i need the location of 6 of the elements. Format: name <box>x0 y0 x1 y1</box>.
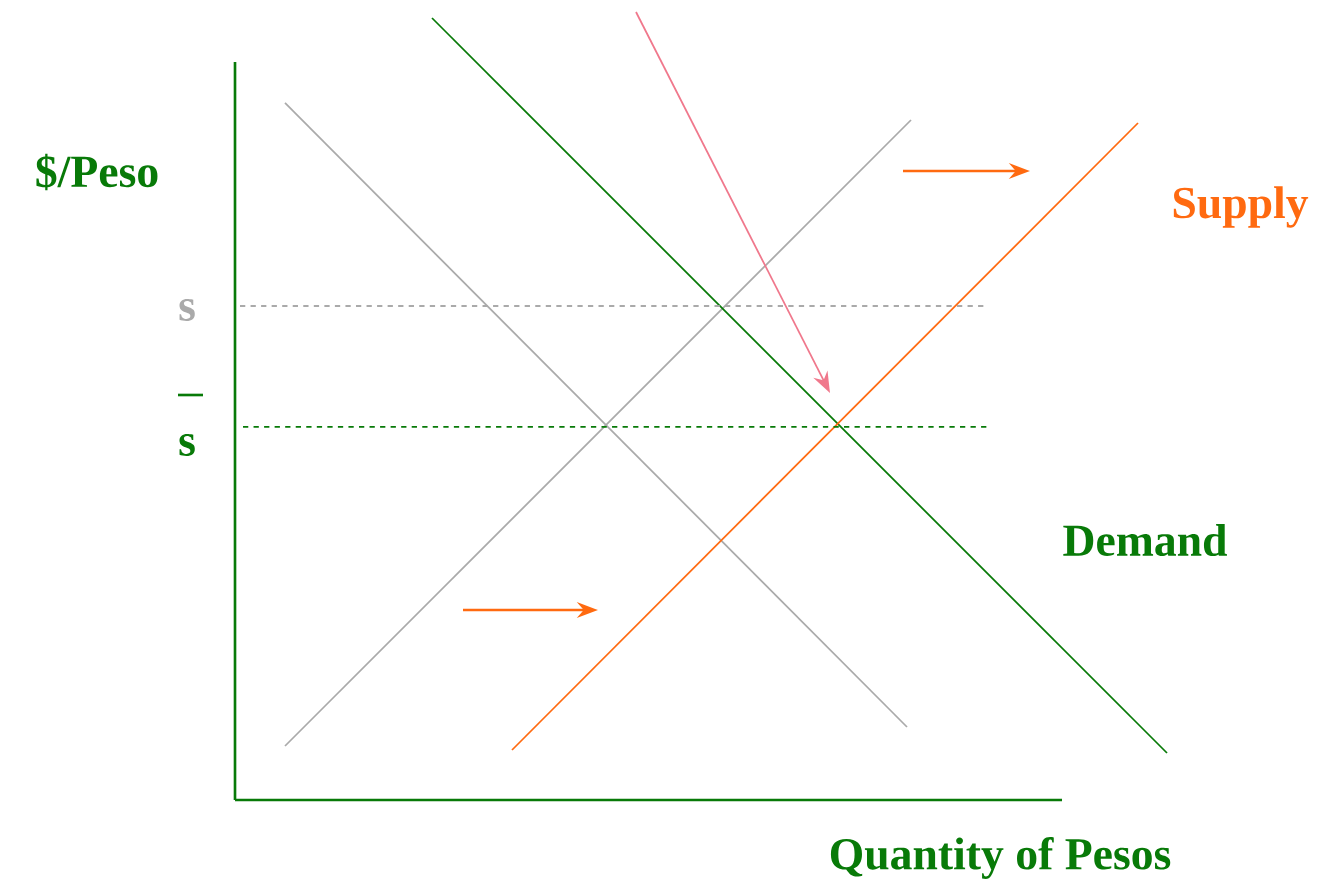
axis-label: $/Peso <box>36 153 158 191</box>
curve-label: Demand <box>1063 523 1227 557</box>
axis-label: Quantity of Pesos <box>830 837 1171 879</box>
price-label: s <box>179 434 195 456</box>
price-label: s <box>179 299 195 321</box>
curve-label: Supply <box>1173 186 1309 228</box>
